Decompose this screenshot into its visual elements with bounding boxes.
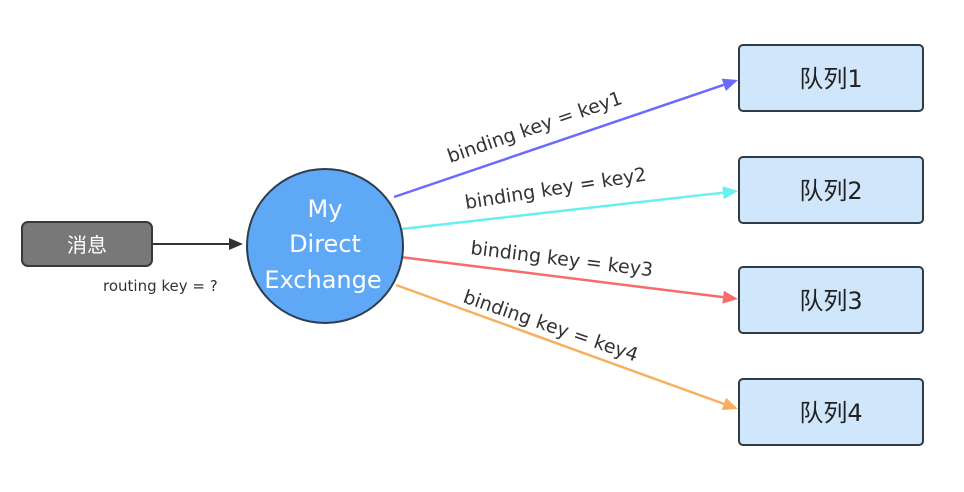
- queue-node-2: 队列2: [738, 156, 924, 224]
- binding-arrow-line-2: [401, 191, 724, 231]
- binding-arrow-head-4: [721, 397, 738, 410]
- queue-label-4: 队列4: [799, 399, 862, 427]
- queue-node-1: 队列1: [738, 44, 924, 112]
- binding-arrow-line-4: [395, 283, 725, 406]
- binding-arrow-head-3: [722, 290, 738, 304]
- binding-label-4: binding key = key4: [460, 286, 641, 367]
- message-box: [21, 221, 153, 267]
- exchange-node: My Direct Exchange: [246, 168, 404, 324]
- message-to-exchange-arrow: [152, 238, 243, 250]
- message-node: 消息: [21, 221, 153, 267]
- queue-label-3: 队列3: [799, 287, 862, 315]
- binding-label-2: binding key = key2: [463, 164, 648, 214]
- queue-node-3: 队列3: [738, 266, 924, 334]
- binding-arrow-head-2: [722, 186, 738, 200]
- queue-label-1: 队列1: [799, 65, 862, 93]
- queue-box-4: [738, 378, 924, 446]
- message-label: 消息: [67, 233, 107, 257]
- queue-node-4: 队列4: [738, 378, 924, 446]
- queue-box-1: [738, 44, 924, 112]
- queue-label-2: 队列2: [799, 177, 862, 205]
- exchange-circle: [246, 168, 404, 324]
- binding-arrow-head-1: [721, 78, 738, 91]
- routing-key-label: routing key = ?: [103, 277, 218, 295]
- exchange-label-line-3: Exchange: [264, 266, 381, 294]
- queue-box-3: [738, 266, 924, 334]
- exchange-label-line-1: My: [308, 195, 343, 223]
- binding-label-3: binding key = key3: [469, 237, 654, 281]
- binding-arrows: [393, 78, 738, 410]
- binding-arrow-line-3: [399, 255, 724, 299]
- queue-box-2: [738, 156, 924, 224]
- exchange-label-line-2: Direct: [289, 230, 361, 258]
- binding-arrow-line-1: [393, 83, 725, 199]
